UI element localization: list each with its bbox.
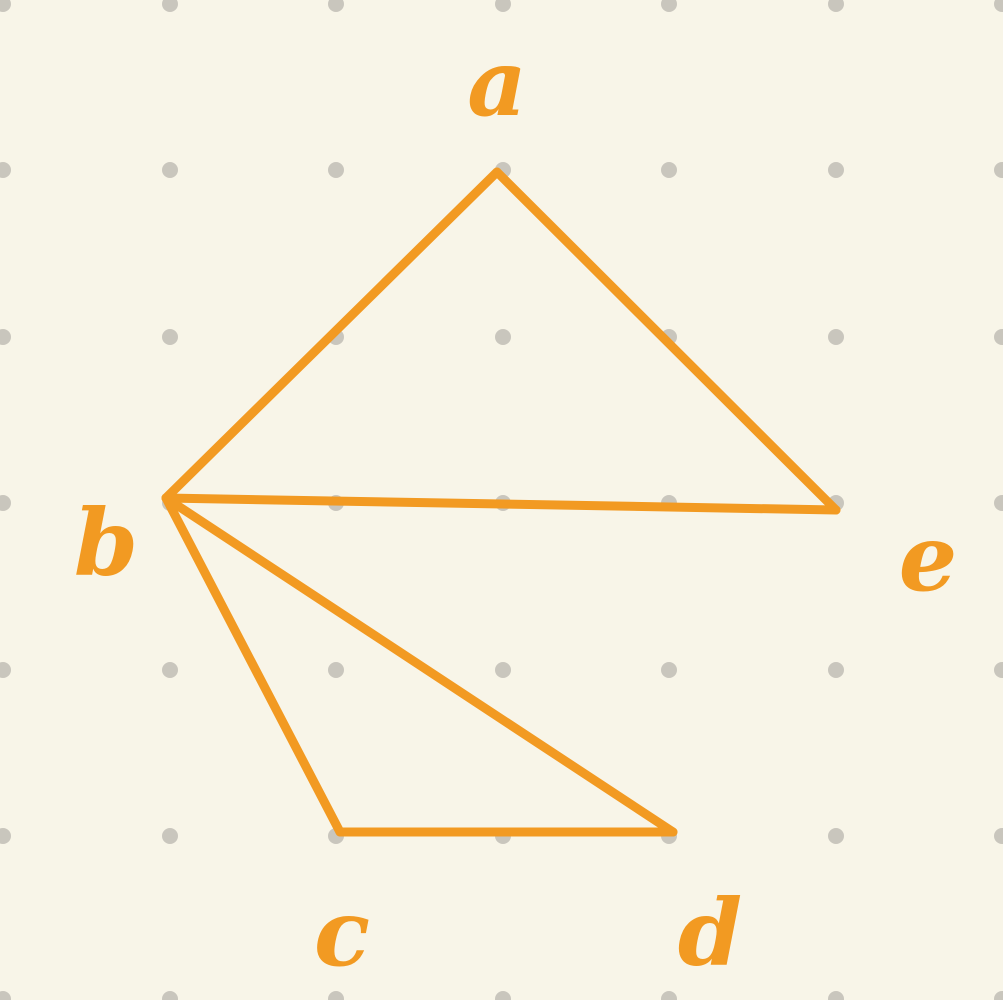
grid-dot-1-0 [0, 162, 11, 178]
grid-dot-4-6 [994, 662, 1003, 678]
grid-dot-3-0 [0, 495, 11, 511]
grid-dot-0-4 [661, 0, 677, 12]
grid-dot-5-0 [0, 828, 11, 844]
grid-dot-2-1 [162, 329, 178, 345]
grid-dot-1-2 [328, 162, 344, 178]
vertex-label-a: a [467, 29, 527, 137]
grid-dot-4-1 [162, 662, 178, 678]
edge-a-b [161, 167, 502, 503]
grid-dot-0-3 [495, 0, 511, 12]
graph-labels: a b c d e [74, 29, 957, 987]
grid-dot-5-6 [994, 828, 1003, 844]
grid-dot-6-4 [661, 991, 677, 1000]
grid-dot-6-2 [328, 991, 344, 1000]
grid-dot-2-5 [828, 329, 844, 345]
grid-dot-4-0 [0, 662, 11, 678]
grid-dot-0-1 [162, 0, 178, 12]
graph-edges [161, 167, 841, 837]
grid-dot-6-3 [495, 991, 511, 1000]
grid-dot-5-1 [162, 828, 178, 844]
vertex-label-c: c [314, 879, 370, 987]
vertex-label-e: e [899, 504, 958, 612]
grid-dot-2-6 [994, 329, 1003, 345]
vertex-label-d: d [678, 879, 742, 987]
grid-dot-1-5 [828, 162, 844, 178]
grid-dot-4-5 [828, 662, 844, 678]
grid-dot-6-0 [0, 991, 11, 1000]
grid-dot-0-2 [328, 0, 344, 12]
grid-dot-4-4 [661, 662, 677, 678]
edge-a-e [492, 167, 841, 515]
grid-dot-4-2 [328, 662, 344, 678]
grid-dot-2-0 [0, 329, 11, 345]
grid-dot-0-5 [828, 0, 844, 12]
vertex-label-b: b [74, 489, 138, 597]
grid-dot-6-1 [162, 991, 178, 1000]
edge-b-d [161, 493, 678, 837]
grid-dot-0-0 [0, 0, 11, 12]
grid-dot-5-5 [828, 828, 844, 844]
edge-b-e [161, 493, 841, 515]
grid-dot-0-6 [994, 0, 1003, 12]
grid-dot-1-4 [661, 162, 677, 178]
grid-dot-1-1 [162, 162, 178, 178]
grid-dot-3-6 [994, 495, 1003, 511]
grid-dot-6-6 [994, 991, 1003, 1000]
grid-dot-6-5 [828, 991, 844, 1000]
edge-b-c [161, 493, 345, 837]
grid-dot-1-6 [994, 162, 1003, 178]
grid-dot-2-3 [495, 329, 511, 345]
grid-dot-4-3 [495, 662, 511, 678]
